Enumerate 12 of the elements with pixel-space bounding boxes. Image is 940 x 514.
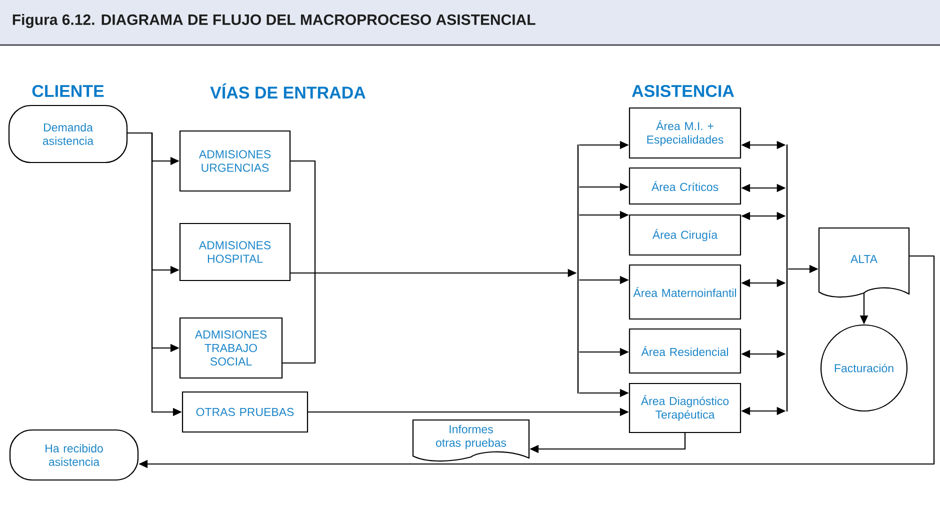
title-bar: Figura 6.12. DIAGRAMA DE FLUJO DEL MACROPROCESO ASISTENCIAL (0, 0, 940, 46)
process-box: Área Cirugía (628, 214, 742, 256)
process-box: Área M.I. + Especialidades (628, 107, 742, 159)
process-box: Área Residencial (628, 328, 742, 374)
process-box: Área Maternoinfantil (628, 264, 742, 320)
process-box: ADMISIONES URGENCIAS (179, 130, 291, 192)
process-box: ADMISIONES TRABAJO SOCIAL (179, 317, 283, 379)
process-box: Área Diagnóstico Terapéutica (628, 382, 742, 434)
process-box: OTRAS PRUEBAS (182, 391, 308, 433)
column-heading: VÍAS DE ENTRADA (210, 83, 366, 99)
process-box: Área Críticos (628, 167, 742, 205)
process-box: ADMISIONES HOSPITAL (179, 222, 291, 282)
